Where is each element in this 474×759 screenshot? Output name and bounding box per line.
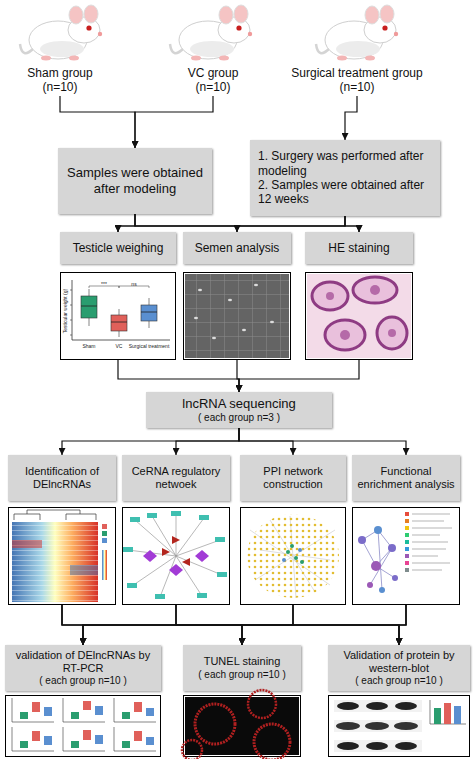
node-text: Samples were obtained after modeling: [66, 165, 204, 196]
process-box: Samples were obtained after modeling: [58, 148, 212, 214]
process-box: 1. Surgery was performed after modeling2…: [250, 140, 440, 216]
connector: [62, 605, 242, 645]
panel-box: Testicle weighing: [60, 232, 176, 360]
connector: [399, 605, 406, 645]
panel-box: PPI network construction: [240, 455, 346, 605]
panel-box: CeRNA regulatory netwoek: [122, 455, 230, 605]
panel-box: Semen analysis: [183, 232, 291, 360]
image-frame: [183, 272, 291, 360]
node-text: ( each group n=10 ): [198, 669, 286, 681]
image-frame: [305, 272, 413, 360]
panel-header: Functional enrichment analysis: [352, 455, 460, 501]
rat-illustration: [170, 5, 252, 61]
node-text: 2. Samples were obtained after 12 weeks: [258, 178, 432, 207]
connector: [83, 605, 293, 645]
chart-label: Sham: [82, 343, 95, 349]
panel-header: CeRNA regulatory netwoek: [122, 455, 230, 501]
panel-header: Identification of DElncRNAs: [8, 455, 116, 501]
connector: [83, 605, 406, 645]
chart-label: Testicular weight (g): [62, 289, 68, 333]
panel-header: Testicle weighing: [60, 232, 176, 264]
rat-illustration: [20, 5, 398, 61]
connector: [176, 605, 242, 645]
panel-header: TUNEL staining( each group n=10 ): [183, 645, 301, 691]
node-text: Semen analysis: [195, 241, 280, 255]
chart-label: ns: [131, 281, 136, 287]
image-frame: [240, 507, 346, 605]
image-frame: [8, 507, 116, 605]
connector: [293, 605, 399, 645]
connector: [60, 96, 135, 148]
node-text: PPI network construction: [244, 465, 342, 491]
node-text: lncRNA sequencing: [182, 396, 295, 412]
node-text: Surgical treatment group (n=10): [282, 66, 432, 95]
node-text: VC group (n=10): [173, 66, 253, 95]
connector: [239, 428, 406, 455]
panel-box: Validation of protein by western-blot( e…: [328, 645, 470, 757]
chart-label: Surgical treatment: [129, 343, 170, 349]
node-text: Functional enrichment analysis: [356, 465, 456, 491]
panel-box: Functional enrichment analysis: [352, 455, 460, 605]
panel-header: Semen analysis: [183, 232, 291, 264]
node-text: ( each group n=10 ): [39, 675, 127, 687]
rat-illustration: [316, 5, 398, 61]
panel-header: HE staining: [305, 232, 413, 264]
connector: [242, 605, 293, 645]
connector: [62, 428, 239, 455]
image-frame: [5, 695, 161, 757]
connector: [345, 96, 357, 140]
node-text: HE staining: [328, 241, 389, 255]
panel-box: validation of DElncRNAs by RT-PCR( each …: [5, 645, 161, 757]
chart-label: VC: [116, 343, 123, 349]
node-text: ( each group n=10 ): [355, 675, 443, 687]
panel-header: validation of DElncRNAs by RT-PCR( each …: [5, 645, 161, 691]
connector: [135, 214, 359, 232]
connector: [135, 214, 237, 232]
node-text: Sham group (n=10): [22, 66, 98, 95]
connector: [176, 605, 399, 645]
process-box: lncRNA sequencing( each group n=3 ): [146, 392, 332, 428]
panel-header: Validation of protein by western-blot( e…: [328, 645, 470, 691]
group-label: VC group (n=10): [173, 66, 253, 96]
rat-illustration: [20, 5, 102, 61]
panel-box: HE staining: [305, 232, 413, 360]
connector: [237, 216, 345, 232]
panel-box: Identification of DElncRNAs: [8, 455, 116, 605]
group-label: Sham group (n=10): [22, 66, 98, 96]
connector: [176, 428, 239, 455]
image-frame: [183, 695, 301, 757]
node-text: Testicle weighing: [73, 241, 164, 255]
node-text: TUNEL staining: [204, 655, 281, 668]
image-frame: [352, 507, 460, 605]
node-text: validation of DElncRNAs by RT-PCR: [9, 649, 157, 675]
connector: [118, 360, 239, 392]
panel-header: PPI network construction: [240, 455, 346, 501]
node-text: ( each group n=3 ): [198, 412, 280, 424]
connector: [239, 428, 293, 455]
chart-label: ***: [101, 281, 107, 287]
connector: [242, 605, 406, 645]
connector: [62, 605, 399, 645]
connector: [83, 605, 176, 645]
node-text: Identification of DElncRNAs: [12, 465, 112, 491]
connector: [239, 360, 359, 392]
node-text: Validation of protein by western-blot: [332, 649, 466, 675]
connector: [135, 96, 213, 148]
image-frame: [328, 695, 470, 757]
connector: [118, 216, 345, 232]
connector: [345, 216, 359, 232]
node-text: 1. Surgery was performed after modeling: [258, 149, 432, 178]
connector: [237, 360, 239, 392]
panel-box: TUNEL staining( each group n=10 ): [183, 645, 301, 757]
group-label: Surgical treatment group (n=10): [282, 66, 432, 96]
connector: [62, 605, 83, 645]
connector: [118, 214, 135, 232]
image-frame: [122, 507, 230, 605]
node-text: CeRNA regulatory netwoek: [126, 465, 226, 491]
